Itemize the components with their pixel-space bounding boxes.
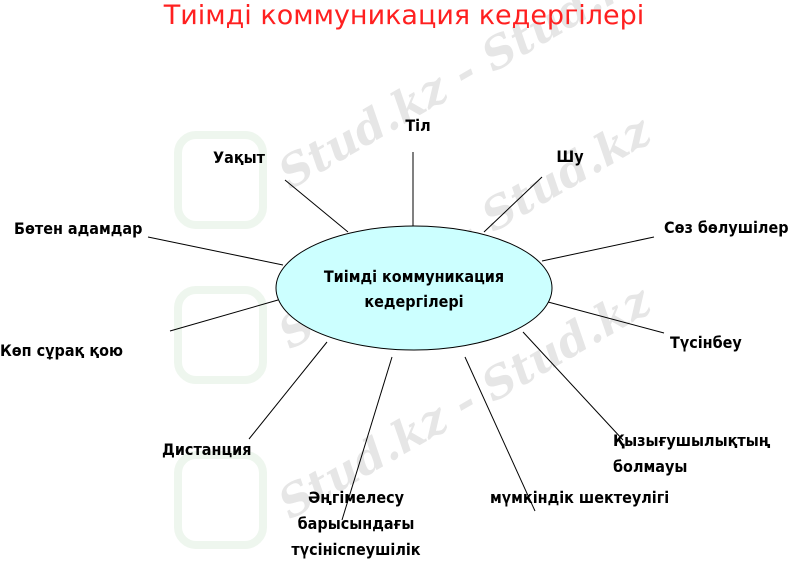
page-title: Тиімді коммуникация кедергілері	[163, 0, 645, 31]
label-shu: Шу	[556, 147, 584, 166]
line-angime	[341, 356, 393, 521]
line-qyzygu	[522, 331, 624, 441]
line-tusinbeu	[547, 301, 665, 334]
label-til: Тіл	[405, 116, 430, 135]
label-distance: Дистанция	[162, 440, 251, 459]
line-shu	[483, 176, 543, 233]
watermark-logo-icon	[174, 451, 267, 549]
line-boten	[147, 236, 284, 266]
line-soz	[541, 236, 655, 262]
label-angime-3: түсініспеушілік	[291, 540, 420, 559]
label-qyzygu-2: болмауы	[613, 457, 687, 476]
center-label-line2: кедергілері	[364, 292, 463, 311]
label-uaqyt: Уақыт	[213, 148, 266, 167]
label-tusinbeu: Түсінбеу	[670, 333, 742, 352]
label-angime-1: Әңгімелесу	[308, 488, 405, 507]
watermark-logo-icon	[174, 286, 267, 384]
line-distance	[248, 341, 328, 440]
connector-lines	[147, 152, 665, 521]
label-qyzygu-1: Қызығушылықтың	[613, 431, 771, 450]
label-angime-2: барысындағы	[298, 514, 415, 533]
center-label-line1: Тиімді коммуникация	[324, 267, 504, 286]
line-kop	[169, 299, 279, 332]
line-mumkindik	[464, 356, 536, 512]
center-ellipse	[275, 225, 553, 351]
label-kop: Көп сұрақ қою	[0, 341, 123, 360]
label-boten: Бөтен адамдар	[14, 219, 142, 238]
line-uaqyt	[284, 179, 349, 233]
label-soz: Сөз бөлушілер	[664, 218, 789, 237]
watermark-logo-icon	[174, 131, 267, 229]
label-mumkindik: мүмкіндік шектеулігі	[490, 488, 669, 507]
